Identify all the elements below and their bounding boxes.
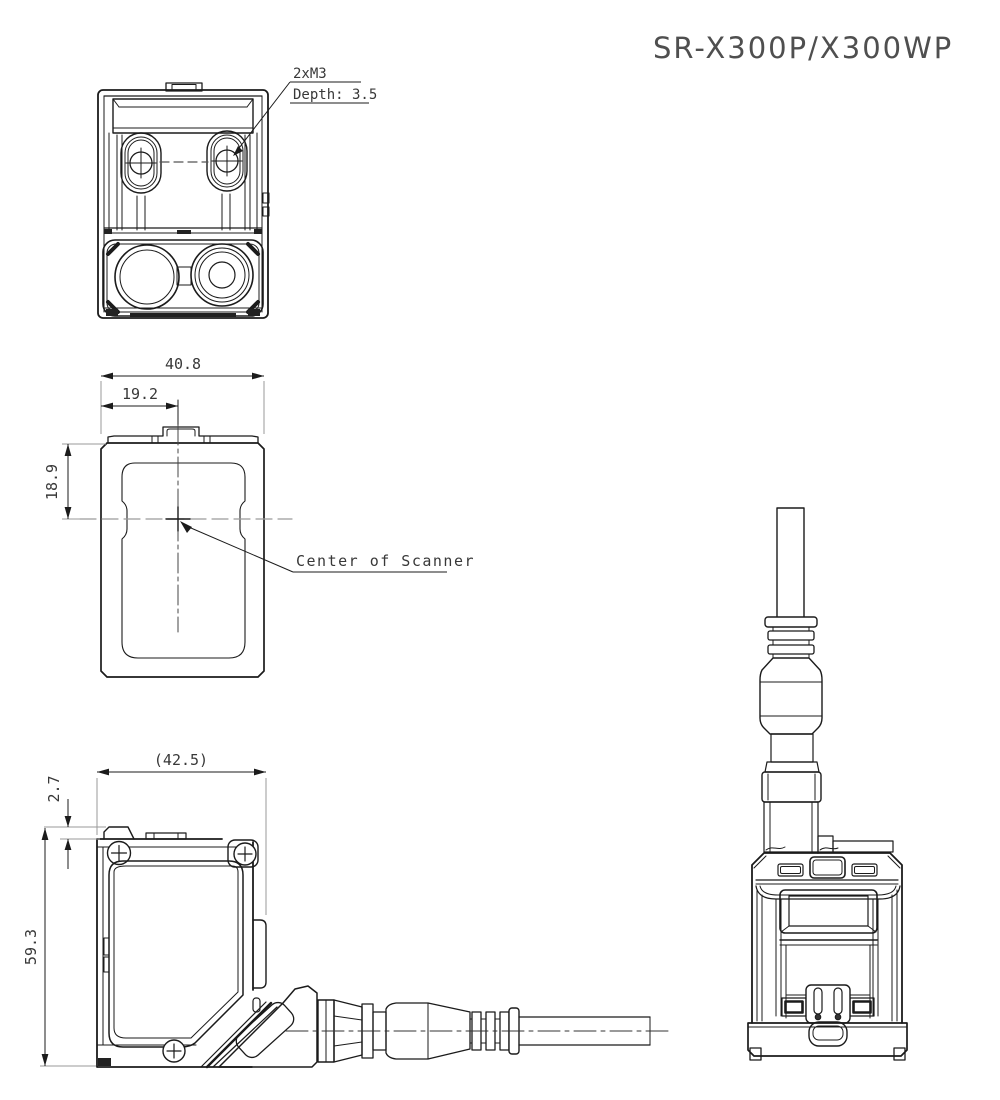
dim-top-height-half: 18.9	[43, 443, 106, 520]
hole-spec-annotation: 2xM3 Depth: 3.5	[233, 66, 377, 156]
hole-spec-line1: 2xM3	[293, 66, 327, 82]
dim-top-width-value: 40.8	[165, 355, 201, 373]
mounting-boss-left	[120, 132, 162, 194]
top-view	[79, 399, 293, 678]
dim-side-height-value: 59.3	[22, 929, 40, 965]
mounting-boss-right	[206, 130, 248, 192]
dim-side-depth-value: (42.5)	[154, 751, 208, 769]
dim-side-hook: 2.7	[44, 775, 106, 869]
side-view	[96, 826, 669, 1069]
dim-top-width: 40.8	[100, 355, 265, 434]
leader-arrowhead	[180, 521, 192, 533]
center-label: Center of Scanner	[296, 552, 475, 570]
screw-top-right	[233, 842, 257, 866]
base-plate	[747, 1022, 908, 1061]
front-view	[97, 82, 270, 319]
dim-top-height-half-value: 18.9	[43, 464, 61, 500]
camera-lens	[190, 243, 254, 307]
dim-side-hook-value: 2.7	[45, 775, 63, 802]
rear-window	[779, 889, 878, 934]
mounting-clip	[805, 984, 851, 1047]
dim-side-depth: (42.5)	[96, 751, 267, 915]
page-title: SR-X300P/X300WP	[653, 31, 953, 65]
dim-side-height: 59.3	[22, 828, 96, 1067]
cable-rear	[776, 507, 805, 619]
rear-indicator-window	[809, 856, 846, 879]
screw-top-left	[106, 840, 132, 866]
hole-spec-line2: Depth: 3.5	[293, 87, 377, 103]
mounting-hook	[103, 826, 135, 840]
side-view-dimensions: (42.5) 2.7 59.3	[22, 751, 267, 1067]
dim-top-width-half-value: 19.2	[122, 385, 158, 403]
cable-connector-rear	[759, 507, 823, 853]
rear-view	[747, 507, 908, 1061]
side-connector-tab	[252, 919, 267, 989]
laser-aperture	[114, 244, 180, 310]
angled-cable-housing	[218, 985, 318, 1068]
center-annotation: Center of Scanner	[180, 521, 475, 573]
screw-bottom	[162, 1039, 186, 1063]
top-view-dimensions: 40.8 19.2 18.9 Center of Scanner	[43, 355, 475, 573]
cable-connector-side	[285, 999, 669, 1063]
leader-arrowhead	[233, 146, 243, 156]
dim-top-width-half: 19.2	[100, 385, 178, 434]
